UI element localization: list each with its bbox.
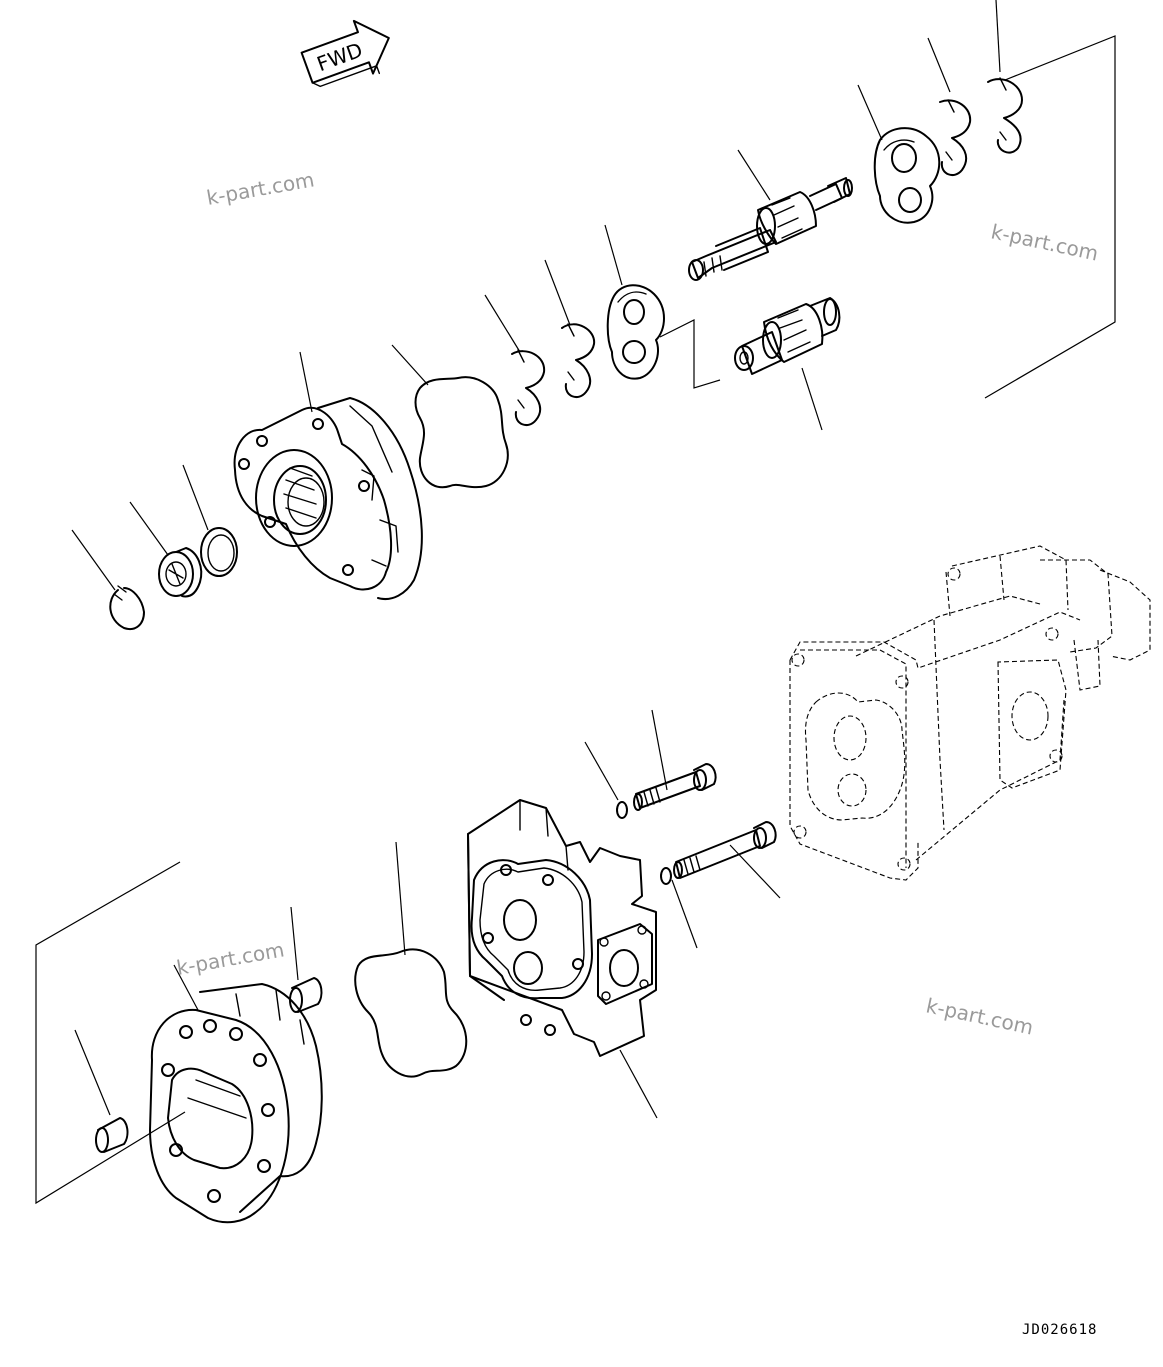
driven-shaft (734, 297, 841, 375)
gasket (414, 376, 509, 489)
rear-cover (149, 983, 323, 1224)
watermark: k-part.com (175, 937, 286, 980)
mounting-bolt (673, 821, 777, 879)
dowel-pin (289, 977, 323, 1013)
group-frame-shafts (659, 319, 721, 389)
side-plate (873, 127, 941, 224)
dowel-pin (95, 1117, 129, 1153)
gasket (354, 948, 468, 1078)
retaining-clip (561, 323, 596, 399)
fwd-direction-arrow: FWD (300, 19, 390, 88)
group-frame-lower (35, 861, 186, 1205)
side-plate (606, 284, 665, 380)
oil-seal (158, 547, 203, 598)
drawing-code: JD026618 (1022, 1322, 1097, 1338)
watermark: k-part.com (924, 993, 1036, 1039)
retaining-clip (987, 77, 1023, 154)
watermark: k-part.com (205, 167, 316, 210)
thrust-washer (200, 527, 238, 577)
snap-ring (109, 585, 145, 630)
leader-lines (71, 0, 1001, 1119)
front-cover (233, 397, 423, 600)
drive-shaft (688, 177, 853, 281)
watermark: k-part.com (989, 219, 1101, 265)
mounting-bolt (633, 763, 717, 811)
pump-assembly-outline (789, 545, 1151, 881)
retaining-clip (511, 349, 546, 427)
retaining-clip (939, 99, 972, 177)
gear-case (467, 799, 657, 1057)
group-frame-upper (984, 35, 1116, 399)
washer (616, 801, 672, 885)
